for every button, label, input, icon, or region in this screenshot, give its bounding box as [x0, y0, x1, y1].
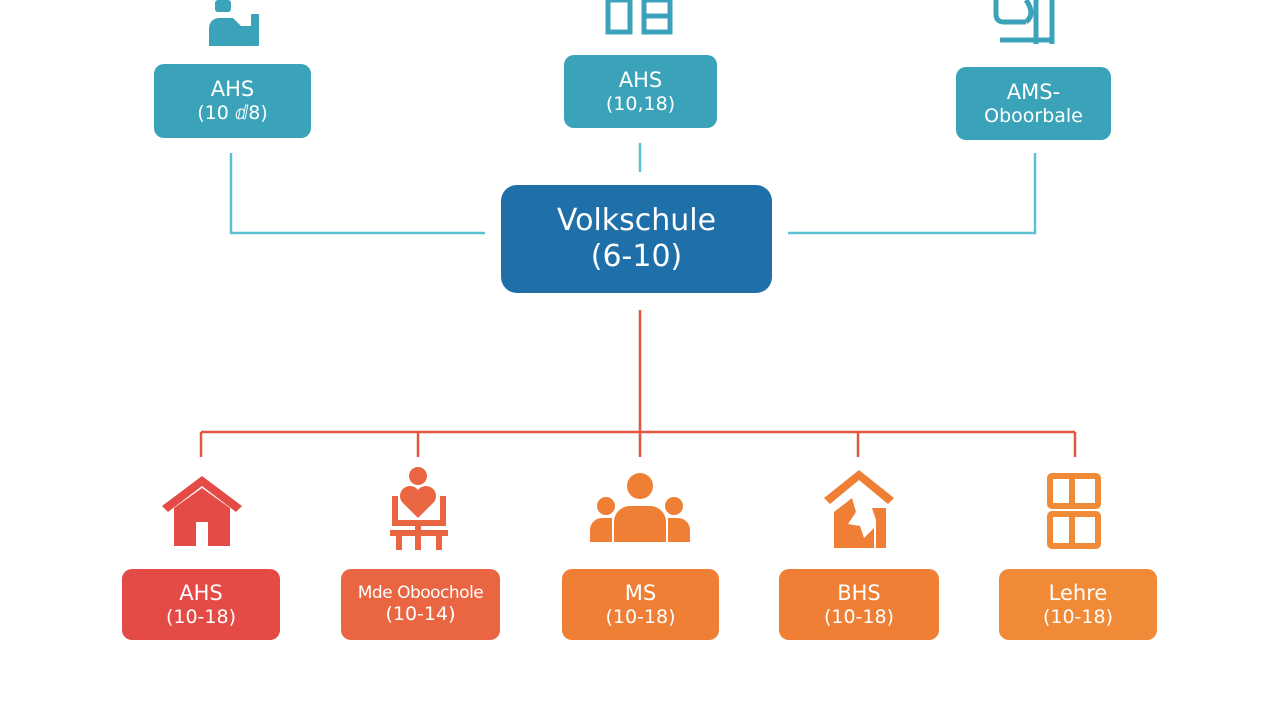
family-heart-icon	[390, 467, 448, 550]
bottom-connectors	[199, 310, 1077, 457]
student-chair-icon	[993, 0, 1055, 44]
bottom-node-oberstufe[interactable]: Mde Oboochole (10-14)	[341, 569, 500, 640]
node-title: BHS	[837, 580, 881, 605]
bottom-node-ahs[interactable]: AHS (10-18)	[122, 569, 280, 640]
bottom-node-ms[interactable]: MS (10-18)	[562, 569, 719, 640]
center-node-volkschule[interactable]: Volkschule (6-10)	[501, 185, 772, 293]
top-node-ahs-middle[interactable]: AHS (10,18)	[564, 55, 717, 128]
top-connectors	[229, 143, 1037, 235]
node-subtitle: (10 ⅆ8)	[197, 102, 268, 125]
top-node-ahs-left[interactable]: AHS (10 ⅆ8)	[154, 64, 311, 138]
node-title: AHS	[210, 77, 255, 101]
bottom-node-bhs[interactable]: BHS (10-18)	[779, 569, 939, 640]
node-subtitle: (10-18)	[165, 605, 237, 628]
workshop-house-icon	[824, 470, 894, 548]
bottom-node-lehre[interactable]: Lehre (10-18)	[999, 569, 1157, 640]
top-node-ams[interactable]: AMS- Oboorbale	[956, 67, 1111, 140]
school-building-icon	[605, 0, 673, 35]
house-icon	[162, 476, 242, 546]
node-subtitle: Oboorbale	[984, 104, 1083, 127]
node-subtitle: (10-14)	[385, 603, 456, 626]
connector-right	[788, 153, 1037, 235]
node-title: Mde Oboochole	[357, 582, 484, 603]
node-subtitle: (10-18)	[605, 605, 676, 628]
node-title: Lehre	[1048, 580, 1108, 605]
node-subtitle: (10,18)	[605, 92, 676, 115]
node-subtitle: (6-10)	[590, 239, 683, 274]
node-title: AHS	[179, 580, 223, 605]
node-title: MS	[624, 580, 657, 605]
node-title: AHS	[618, 67, 663, 92]
node-subtitle: (10-18)	[1042, 605, 1114, 628]
node-title: Volkschule	[556, 203, 717, 238]
node-subtitle: (10-18)	[823, 605, 895, 628]
group-people-icon	[590, 473, 690, 542]
window-grid-icon	[1047, 473, 1101, 549]
teacher-desk-icon	[209, 0, 259, 46]
node-title: AMS-	[1006, 79, 1061, 104]
connector-left	[229, 153, 485, 235]
